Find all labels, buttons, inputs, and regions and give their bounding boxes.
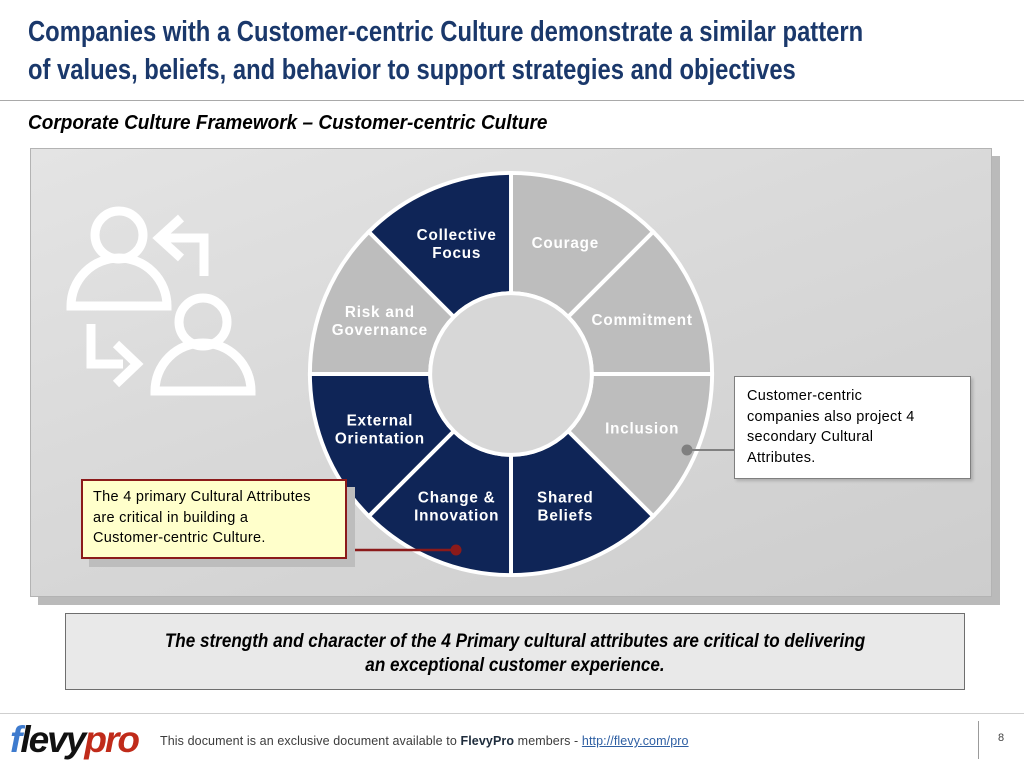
- page-number: 8: [997, 732, 1005, 744]
- title-divider: [0, 100, 1024, 101]
- wheel-center: [428, 291, 594, 457]
- wheel-segment-label: Inclusion: [605, 421, 679, 438]
- flevy-link[interactable]: http://flevy.com/pro: [581, 734, 689, 748]
- page-title-line-2: of values, beliefs, and behavior to supp…: [28, 54, 796, 86]
- people-exchange-icon: [66, 206, 256, 396]
- footer-text: This document is an exclusive document a…: [160, 734, 689, 748]
- slide-subtitle: Corporate Culture Framework – Customer-c…: [28, 112, 548, 134]
- wheel-segment-label: Commitment: [592, 312, 693, 329]
- takeaway-box: The strength and character of the 4 Prim…: [65, 613, 965, 690]
- wheel-segment-label: Change &Innovation: [414, 489, 499, 524]
- page-title: Companies with a Customer-centric Cultur…: [28, 13, 1024, 89]
- footer-text-prefix: This document is an exclusive document a…: [160, 734, 461, 748]
- logo-part-f: f: [10, 719, 22, 760]
- takeaway-line-1: The strength and character of the 4 Prim…: [164, 631, 866, 652]
- flevypro-logo: flevypro: [10, 718, 140, 762]
- primary-attributes-callout: The 4 primary Cultural Attributes are cr…: [81, 479, 347, 559]
- footer: flevypro This document is an exclusive d…: [0, 713, 1024, 768]
- logo-part-levy: levy: [20, 719, 86, 760]
- footer-text-middle: members -: [514, 734, 582, 748]
- page-title-line-1: Companies with a Customer-centric Cultur…: [28, 16, 864, 48]
- logo-part-pro: pro: [84, 719, 140, 760]
- takeaway-line-2: an exceptional customer experience.: [365, 655, 665, 676]
- wheel-segment-label: Courage: [532, 235, 599, 252]
- footer-divider: [978, 721, 979, 759]
- footer-brand: FlevyPro: [460, 734, 515, 748]
- secondary-attributes-callout: Customer-centric companies also project …: [734, 376, 971, 479]
